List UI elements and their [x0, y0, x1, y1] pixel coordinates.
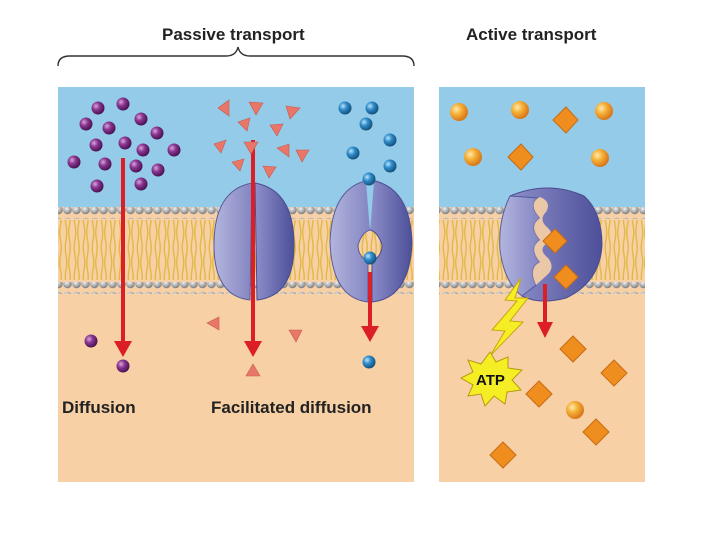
facilitated-diffusion-label: Facilitated diffusion [211, 398, 372, 417]
active-transport-title: Active transport [466, 25, 597, 44]
passive-transport-title: Passive transport [162, 25, 305, 44]
blue-molecules [338, 101, 397, 369]
triangle-molecules [206, 99, 310, 377]
atp-label: ATP [476, 372, 505, 389]
purple-molecules [67, 97, 181, 373]
diffusion-label: Diffusion [62, 398, 136, 417]
orange-spheres [450, 101, 613, 419]
orange-diamonds [489, 106, 628, 469]
carrier-protein [329, 179, 413, 303]
arrows [121, 140, 547, 345]
channel-protein [213, 182, 295, 301]
diffusion-arrowhead [114, 341, 132, 357]
passive-brace [57, 46, 415, 67]
pump-arrowhead [537, 322, 553, 338]
atp-burst [459, 277, 530, 407]
channel-arrowhead [244, 341, 262, 357]
carrier-arrowhead [361, 326, 379, 342]
